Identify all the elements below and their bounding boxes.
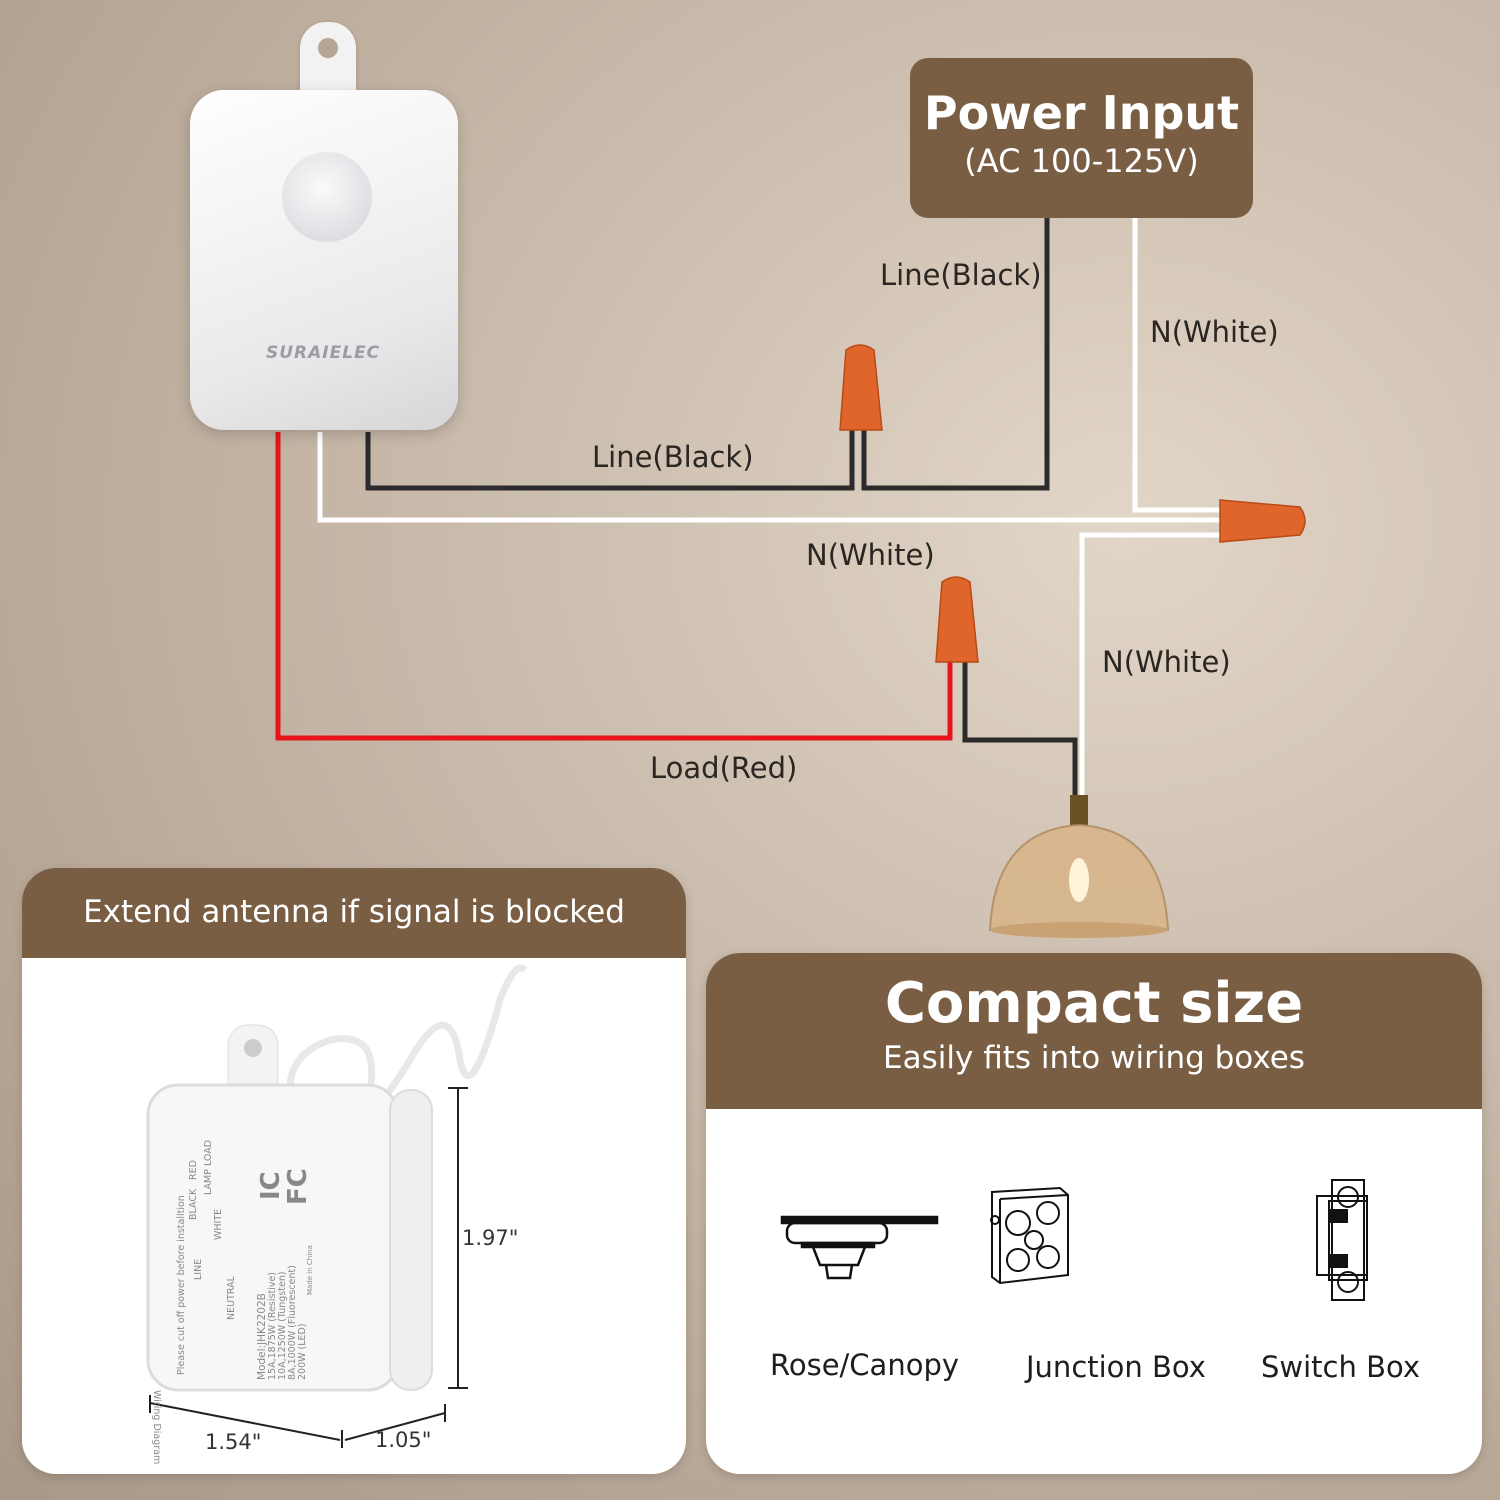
width-dimension-line — [149, 1395, 343, 1448]
height-dimension-line — [448, 1087, 468, 1389]
switch-box-label: Switch Box — [1261, 1350, 1421, 1384]
junction-box-icon — [990, 1186, 1069, 1285]
label-n-white-right: N(White) — [1150, 315, 1279, 349]
label-n-white-lamp: N(White) — [1102, 645, 1231, 679]
rating-led: 200W (LED) — [297, 1323, 308, 1380]
label-load-red: Load(Red) — [650, 751, 798, 785]
neutral-text: NEUTRAL — [226, 1276, 237, 1320]
line-text: LINE — [193, 1258, 204, 1280]
depth-dimension: 1.05" — [375, 1428, 432, 1452]
white-text: WHITE — [213, 1208, 224, 1240]
neutral-white-wire-lamp — [1079, 532, 1225, 800]
line-black-wire-power — [861, 218, 1050, 491]
neutral-white-wire-power — [1132, 218, 1225, 513]
made-in-text: Made in China — [306, 1245, 314, 1295]
compact-size-panel: Compact size Easily fits into wiring box… — [706, 953, 1482, 1474]
height-dimension: 1.97" — [462, 1226, 519, 1250]
pendant-lamp-icon — [988, 795, 1170, 938]
mount-hole — [318, 38, 338, 58]
fcc-logo: FC — [283, 1168, 313, 1205]
label-line-black-mid: Line(Black) — [592, 440, 754, 474]
wiring-diagram-title: Wiring Diagram — [151, 1390, 162, 1465]
compact-size-header: Compact size Easily fits into wiring box… — [706, 953, 1482, 1109]
power-input-title: Power Input — [923, 86, 1240, 140]
junction-box-label: Junction Box — [1026, 1350, 1206, 1384]
compact-size-title: Compact size — [884, 971, 1304, 1036]
label-n-white-mid: N(White) — [806, 538, 935, 572]
device-rating-label: Please cut off power before installtion … — [151, 1139, 328, 1464]
warning-text: Please cut off power before installtion — [176, 1195, 187, 1375]
rose-canopy-icon — [780, 1215, 939, 1280]
line-black-wire-device — [365, 425, 855, 491]
compact-size-subtitle: Easily fits into wiring boxes — [883, 1040, 1305, 1076]
switch-box-icon — [1316, 1179, 1368, 1301]
depth-dimension-line — [344, 1404, 446, 1441]
wire-connector-icon — [839, 344, 1306, 663]
motion-sensor-switch-device — [190, 90, 458, 430]
brand-logo: SURAIELEC — [266, 343, 381, 363]
antenna-panel-header: Extend antenna if signal is blocked — [22, 868, 686, 958]
red-text: RED — [188, 1160, 199, 1180]
power-input-voltage: (AC 100-125V) — [964, 142, 1199, 180]
rose-canopy-label: Rose/Canopy — [770, 1348, 960, 1382]
load-black-wire-lamp — [962, 662, 1078, 800]
neutral-white-wire-device — [317, 432, 1225, 523]
device-dimension-drawing — [146, 964, 528, 1448]
wiring-box-icons — [780, 1179, 1368, 1301]
motion-sensor-lens — [282, 152, 372, 242]
lamp-load-text: LAMP LOAD — [203, 1139, 214, 1195]
power-input-box: Power Input (AC 100-125V) — [910, 58, 1253, 218]
antenna-wire — [286, 964, 528, 1132]
load-red-wire — [275, 432, 953, 741]
width-dimension: 1.54" — [205, 1430, 262, 1454]
label-line-black-top: Line(Black) — [880, 258, 1042, 292]
ic-mark: IC — [256, 1171, 286, 1200]
black-text: BLACK — [188, 1188, 199, 1220]
